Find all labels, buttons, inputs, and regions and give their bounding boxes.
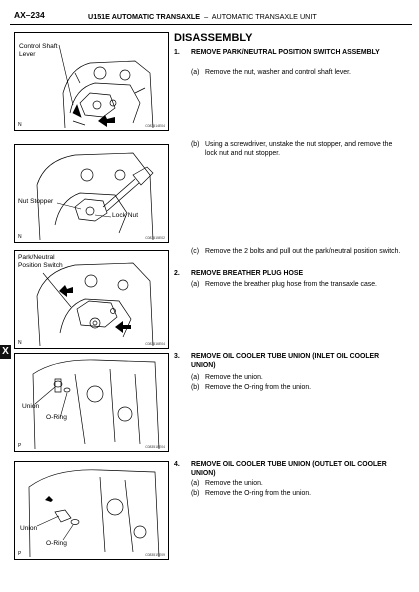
step-title: REMOVE OIL COOLER TUBE UNION (OUTLET OIL… (191, 461, 387, 477)
page-reference: AX–234 (14, 10, 45, 20)
label-position-switch: Position Switch (18, 262, 63, 269)
step-title: REMOVE PARK/NEUTRAL POSITION SWITCH ASSE… (191, 49, 380, 56)
header-section: AUTOMATIC TRANSAXLE UNIT (211, 12, 317, 21)
label-control-shaft: Control Shaft (19, 43, 58, 50)
section-tab: X (0, 345, 11, 359)
substep-text: Remove the O-ring from the union. (205, 490, 312, 497)
figure-park-neutral-switch: Park/Neutral Position Switch N C083516E0… (14, 250, 169, 349)
label-park-neutral: Park/Neutral (18, 254, 55, 261)
direction-mark: N (18, 234, 22, 240)
outlet-union-illustration (28, 469, 160, 558)
label-o-ring: O-Ring (46, 540, 67, 547)
step-number: 2. (174, 270, 180, 277)
step-title: REMOVE OIL COOLER TUBE UNION (INLET OIL … (191, 353, 380, 369)
header-model: U151E AUTOMATIC TRANSAXLE (88, 12, 201, 21)
direction-mark: N (18, 340, 22, 346)
substep-key: (b) (191, 141, 200, 148)
label-lever: Lever (19, 51, 36, 58)
figure-code: C083516E04 (145, 342, 165, 346)
substep-key: (a) (191, 281, 200, 288)
screwdriver-illustration (36, 152, 154, 241)
direction-mark: P (18, 551, 22, 557)
figure-control-shaft-lever: Control Shaft Lever N C083514E04 (14, 32, 169, 131)
label-union: Union (20, 525, 38, 532)
substep-text: Remove the nut, washer and control shaft… (205, 69, 351, 76)
substep-text: Remove the breather plug hose from the t… (205, 281, 377, 288)
substep-text: Remove the 2 bolts and pull out the park… (205, 248, 401, 255)
label-union: Union (22, 403, 40, 410)
direction-mark: N (18, 122, 22, 128)
header-rule (10, 24, 412, 25)
step-number: 4. (174, 461, 180, 468)
substep-key: (b) (191, 384, 200, 391)
figure-code: C083519E09 (145, 553, 165, 557)
label-lock-nut: Lock Nut (112, 212, 139, 219)
substep-key: (a) (191, 480, 200, 487)
label-o-ring: O-Ring (46, 414, 67, 421)
substep-key: (a) (191, 69, 200, 76)
substep-key: (a) (191, 374, 200, 381)
figure-outlet-union: Union O-Ring P C083519E09 (14, 461, 169, 560)
substep-text: Remove the O-ring from the union. (205, 384, 312, 391)
step-number: 3. (174, 353, 180, 360)
header-separator: – (204, 12, 209, 21)
substep-text: Remove the union. (205, 374, 263, 381)
figure-nut-stopper: Nut Stopper Lock Nut N C083515E02 (14, 144, 169, 243)
section-title: DISASSEMBLY (174, 32, 253, 44)
figure-inlet-union: Union O-Ring P C083518E04 (14, 353, 169, 452)
substep-key: (b) (191, 490, 200, 497)
step-title: REMOVE BREATHER PLUG HOSE (191, 270, 304, 277)
direction-mark: P (18, 443, 22, 449)
substep-text: Remove the union. (205, 480, 263, 487)
figure-code: C083514E04 (145, 124, 165, 128)
step-number: 1. (174, 49, 180, 56)
header-title: U151E AUTOMATIC TRANSAXLE – AUTOMATIC TR… (88, 12, 317, 21)
substep-text: Using a screwdriver, unstake the nut sto… (205, 141, 393, 157)
switch-illustration (36, 262, 154, 347)
substep-key: (c) (191, 248, 200, 255)
label-nut-stopper: Nut Stopper (18, 198, 54, 205)
transaxle-illustration (58, 44, 154, 129)
inlet-union-illustration (32, 359, 160, 450)
figure-code: C083515E02 (145, 236, 165, 240)
figure-code: C083518E04 (145, 445, 165, 449)
